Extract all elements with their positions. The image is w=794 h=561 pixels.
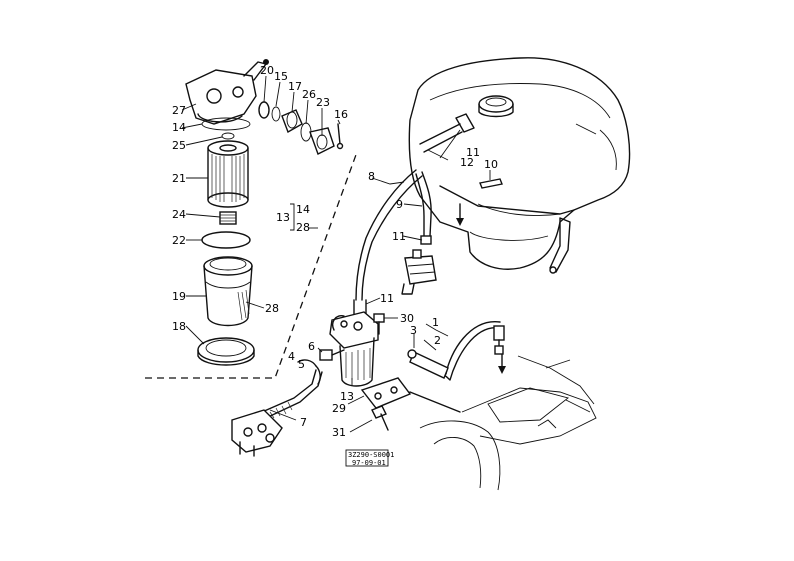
screw-16	[336, 123, 344, 150]
callout-15: 15	[274, 70, 288, 83]
callout-22: 22	[172, 234, 186, 247]
callout-8: 8	[368, 170, 375, 183]
drawing-number: 3Z290-S0001	[348, 451, 394, 459]
banjo-bolt-17	[281, 109, 303, 134]
o-ring-22	[201, 231, 251, 249]
callout-labels: 27 14 25 21 24 22 19 18 28 20 15 17 26 2…	[172, 64, 498, 439]
callout-11-low: 11	[380, 292, 394, 305]
leader-lines	[181, 75, 491, 433]
clamp-3	[407, 349, 417, 359]
callout-20: 20	[260, 64, 274, 77]
tank-label-plate	[479, 178, 503, 189]
callout-11-top: 11	[466, 146, 480, 159]
callout-30: 30	[400, 312, 414, 325]
callout-12: 12	[460, 156, 474, 169]
fuel-pump	[401, 249, 437, 295]
callout-28-bowl: 28	[265, 302, 279, 315]
callout-29: 29	[332, 402, 346, 415]
assembled-fuel-filter	[329, 311, 379, 387]
engine-chassis	[409, 355, 597, 491]
callout-24: 24	[172, 208, 186, 221]
callout-17: 17	[288, 80, 302, 93]
callout-1: 1	[432, 316, 439, 329]
callout-14-group: 14	[296, 203, 310, 216]
fuel-hose-9	[415, 171, 432, 237]
fuel-line-8	[355, 169, 423, 301]
pipe-2	[409, 351, 449, 379]
bracket-29	[360, 377, 412, 409]
callout-10: 10	[484, 158, 498, 171]
washer-20	[258, 101, 270, 119]
bolt-31	[371, 405, 389, 431]
callout-31: 31	[332, 426, 346, 439]
callout-11-mid: 11	[392, 230, 406, 243]
callout-23: 23	[316, 96, 330, 109]
spring-24	[219, 211, 237, 225]
callout-13-filter: 13	[340, 390, 354, 403]
callout-21: 21	[172, 172, 186, 185]
callout-26: 26	[302, 88, 316, 101]
drawing-number-stamp: 3Z290-S0001 97-09-01	[345, 449, 394, 467]
callout-6: 6	[308, 340, 315, 353]
callout-19: 19	[172, 290, 186, 303]
banjo-6	[319, 349, 345, 361]
callout-2: 2	[434, 334, 441, 347]
callout-16: 16	[334, 108, 348, 121]
callout-7: 7	[300, 416, 307, 429]
fuel-pipe-7	[261, 369, 323, 419]
callout-27: 27	[172, 104, 186, 117]
injection-pump-block	[231, 409, 283, 457]
drawing-date: 97-09-01	[352, 459, 386, 467]
ring-nut-18	[197, 337, 255, 366]
callout-14-head: 14	[172, 121, 186, 134]
callout-25: 25	[172, 139, 186, 152]
filter-bowl-19	[203, 256, 253, 327]
o-ring-25	[221, 132, 235, 140]
washer-15	[271, 106, 281, 122]
callout-28-group: 28	[296, 221, 310, 234]
filter-head-27	[185, 59, 269, 125]
callout-9: 9	[396, 198, 403, 211]
callout-5: 5	[298, 358, 305, 371]
exploded-group-boundary	[145, 151, 358, 379]
callout-4: 4	[288, 350, 295, 363]
callout-3: 3	[410, 324, 417, 337]
callout-18: 18	[172, 320, 186, 333]
return-hose-1	[409, 321, 505, 381]
fuel-tank	[408, 57, 631, 274]
callout-13-group: 13	[276, 211, 290, 224]
filter-element-21	[207, 140, 249, 208]
